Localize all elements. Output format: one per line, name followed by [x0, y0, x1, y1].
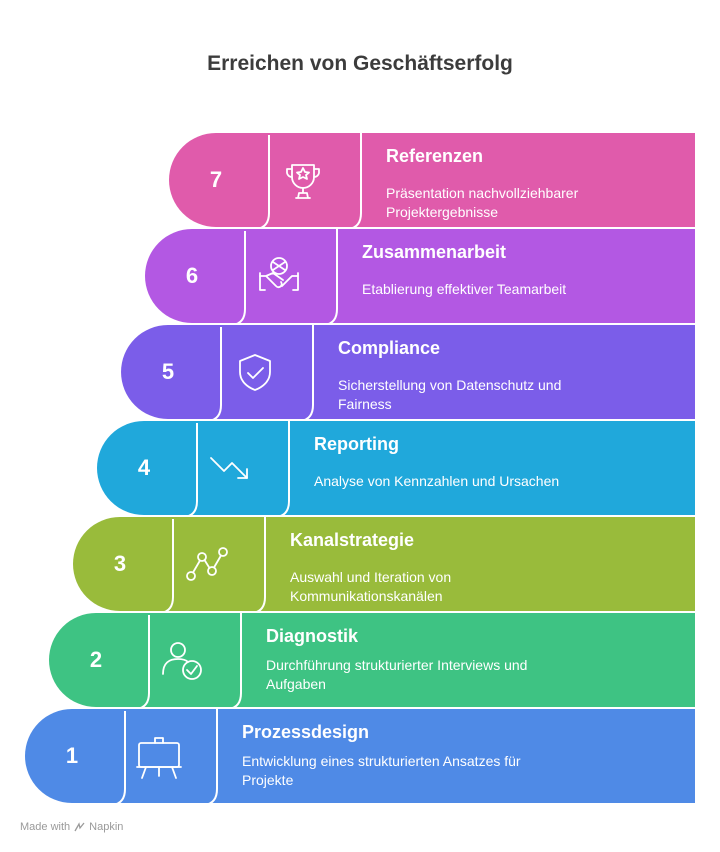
step-number: 4	[137, 455, 151, 480]
shield-check-icon	[239, 354, 271, 391]
step-title: Kanalstrategie	[290, 530, 415, 550]
napkin-logo-icon	[74, 821, 85, 831]
step-bar	[25, 709, 695, 803]
presentation-board-icon	[136, 737, 182, 779]
step-4	[97, 419, 695, 518]
step-description: Etablierung effektiver Teamarbeit	[362, 281, 567, 297]
step-number: 6	[185, 263, 199, 288]
step-title: Prozessdesign	[242, 722, 370, 742]
step-connector	[208, 323, 314, 422]
footer-made-with: Made with	[20, 821, 71, 833]
step-connector	[232, 227, 338, 326]
line-chart-icon	[186, 547, 228, 581]
step-5	[121, 323, 695, 422]
step-description: Durchführung strukturierter Interviews u…	[266, 657, 528, 692]
step-bar	[169, 133, 695, 227]
step-description: Analyse von Kennzahlen und Ursachen	[314, 473, 560, 489]
trend-down-icon	[210, 457, 248, 479]
trophy-icon	[286, 164, 320, 199]
step-bar	[73, 517, 695, 611]
step-title: Diagnostik	[266, 626, 359, 646]
step-description: Entwicklung eines strukturierten Ansatze…	[242, 753, 521, 788]
step-2	[49, 611, 695, 710]
step-description: Sicherstellung von Datenschutz und Fairn…	[338, 377, 562, 412]
user-check-icon	[162, 642, 202, 680]
step-number: 2	[89, 647, 103, 672]
step-bar	[121, 325, 695, 419]
step-number: 5	[161, 359, 175, 384]
step-3	[73, 515, 695, 614]
step-title: Referenzen	[386, 146, 484, 166]
page-title: Erreichen von Geschäftserfolg	[207, 52, 513, 75]
step-bar	[97, 421, 695, 515]
step-1	[25, 707, 695, 806]
step-connector	[184, 419, 290, 518]
step-connector	[160, 515, 266, 614]
step-description: Präsentation nachvollziehbarer Projekter…	[386, 185, 579, 220]
step-title: Compliance	[338, 338, 441, 358]
step-connector	[136, 611, 242, 710]
step-connector	[112, 707, 218, 806]
step-description: Auswahl und Iteration von Kommunikations…	[290, 569, 452, 604]
handshake-icon	[259, 257, 299, 291]
step-title: Zusammenarbeit	[362, 242, 507, 262]
step-title: Reporting	[314, 434, 399, 454]
step-number: 3	[113, 551, 127, 576]
step-connector	[256, 131, 362, 230]
step-6	[145, 227, 695, 326]
footer-brand: Napkin	[89, 821, 124, 833]
step-bar	[145, 229, 695, 323]
step-7	[169, 131, 695, 230]
step-number: 7	[209, 167, 223, 192]
step-number: 1	[65, 743, 79, 768]
step-bar	[49, 613, 695, 707]
footer-watermark: Made with Napkin	[20, 821, 123, 833]
